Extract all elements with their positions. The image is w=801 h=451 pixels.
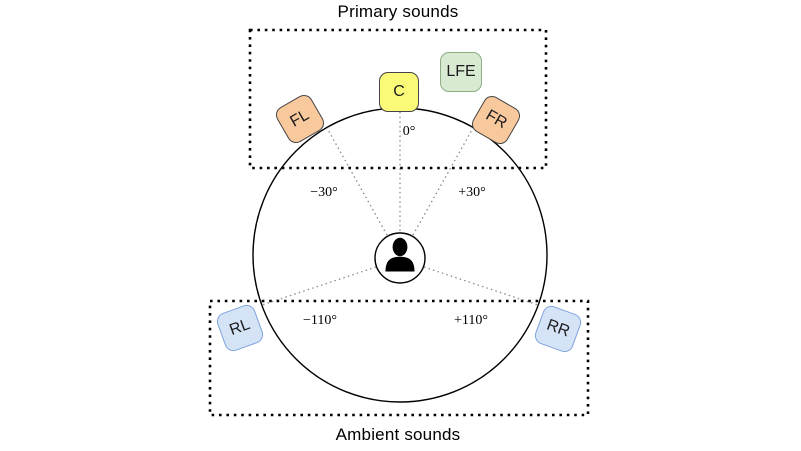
angle-label-minus30: −30°: [310, 185, 338, 200]
angle-label-0deg: 0°: [402, 124, 416, 139]
radial-minus30: [326, 127, 388, 236]
angle-radials: [261, 112, 539, 306]
listener: [374, 232, 426, 284]
speaker-lfe: LFE: [440, 52, 482, 92]
speaker-front-right-label: FR: [482, 106, 510, 133]
person-icon: [385, 237, 415, 272]
primary-sounds-box: [248, 28, 548, 170]
radial-plus110: [423, 266, 539, 306]
angle-label-plus110: +110°: [454, 313, 488, 328]
radial-plus30: [412, 127, 474, 236]
speaker-center-label: C: [393, 83, 405, 100]
speaker-rear-right-label: RR: [544, 316, 572, 341]
ambient-sounds-title: Ambient sounds: [335, 425, 461, 444]
speaker-front-left-label: FL: [287, 106, 313, 131]
ambient-sounds-box: [208, 299, 590, 417]
angle-label-minus110: −110°: [303, 313, 337, 328]
speaker-lfe-label: LFE: [446, 63, 476, 80]
speaker-rear-left-label: RL: [227, 316, 253, 340]
speaker-center: C: [379, 72, 419, 112]
angle-label-plus30: +30°: [458, 185, 486, 200]
radial-minus110: [261, 266, 377, 306]
primary-sounds-title: Primary sounds: [337, 2, 459, 21]
